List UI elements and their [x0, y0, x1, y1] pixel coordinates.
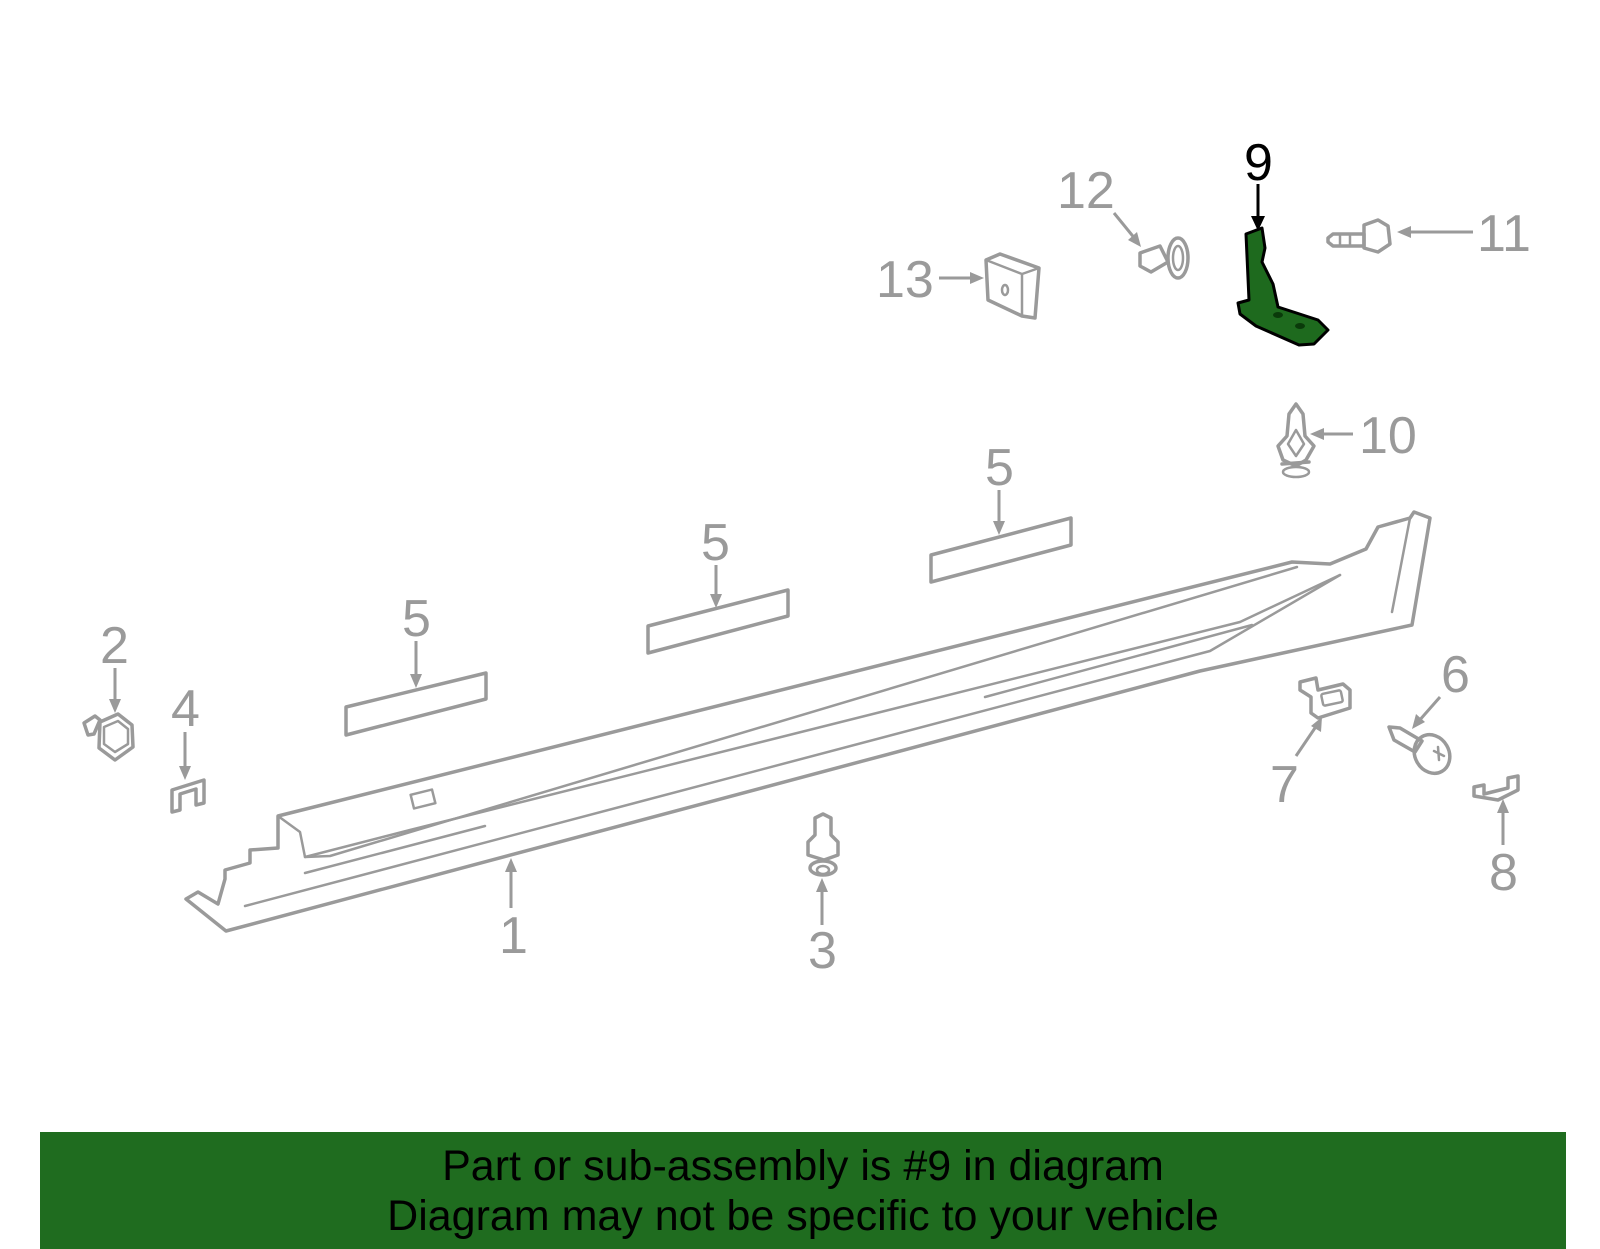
callout-9: 9	[1244, 134, 1273, 192]
u-clip-part	[170, 778, 206, 814]
flange-bolt-part	[1326, 218, 1392, 254]
callout-10: 10	[1359, 407, 1417, 465]
leader-arrows	[109, 212, 1509, 925]
callout-2: 2	[100, 617, 129, 675]
small-clip-part	[1472, 774, 1520, 802]
push-clip-part	[806, 812, 840, 877]
clip-nut-part	[1298, 676, 1352, 720]
rocker-panel-part	[184, 510, 1432, 933]
hex-bolt-part	[82, 712, 135, 762]
callout-3: 3	[808, 922, 837, 980]
callout-11: 11	[1477, 205, 1531, 263]
tape-strip-part-a	[344, 671, 488, 737]
banner-line-2: Diagram may not be specific to your vehi…	[387, 1192, 1219, 1240]
callout-5c: 5	[985, 439, 1014, 497]
callout-7: 7	[1270, 756, 1299, 814]
callout-5a: 5	[402, 590, 431, 648]
square-clip-part	[984, 252, 1041, 320]
leader-arrow-active	[1251, 184, 1265, 231]
grommet-part	[1138, 236, 1190, 280]
callout-8: 8	[1489, 844, 1518, 902]
callout-12: 12	[1057, 162, 1115, 220]
screw-part	[1387, 725, 1452, 776]
callout-4: 4	[171, 680, 200, 738]
banner-line-1: Part or sub-assembly is #9 in diagram	[442, 1142, 1164, 1190]
bracket-part-highlighted	[1236, 226, 1330, 347]
tape-strip-part-c	[929, 516, 1073, 584]
info-banner: Part or sub-assembly is #9 in diagram Di…	[40, 1132, 1566, 1249]
tape-strip-part-b	[646, 588, 790, 655]
callout-13: 13	[876, 251, 934, 309]
fastener-clip-part	[1276, 402, 1316, 479]
callout-5b: 5	[701, 514, 730, 572]
callout-6: 6	[1441, 646, 1470, 704]
callout-1: 1	[499, 907, 528, 965]
